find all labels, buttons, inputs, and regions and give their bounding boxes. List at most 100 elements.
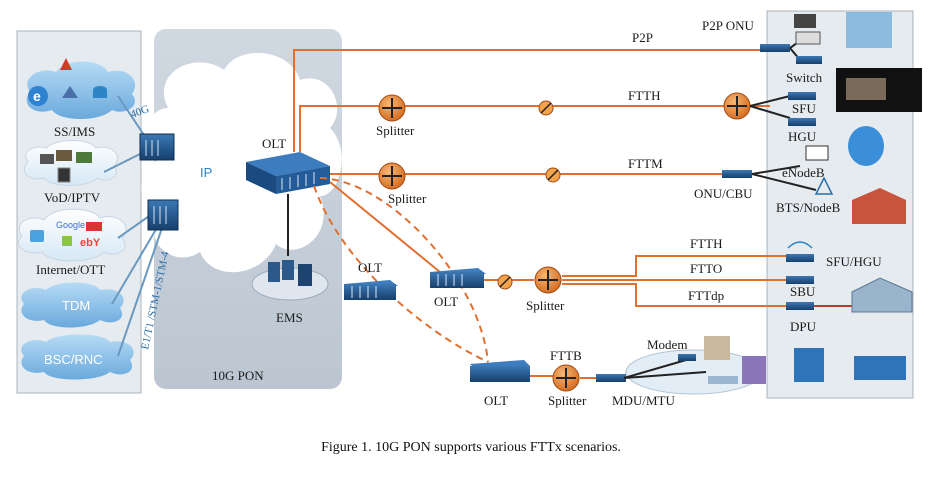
figure-caption: Figure 1. 10G PON supports various FTTx … [321,440,621,455]
switch-label: Switch [786,70,823,85]
ftth-label: FTTH [628,88,661,103]
sfu-device [788,92,816,100]
fiber-ftth [299,105,770,152]
hgu-device [788,118,816,126]
splitter4-label: Splitter [548,393,587,408]
round-building-icon [848,126,884,166]
sbu-device [786,276,814,284]
fiber-dashed-outer [319,177,489,363]
hgu-label: HGU [788,129,817,144]
bottom-olt-label: OLT [484,393,508,408]
factory-building-icon [854,356,906,380]
browser-e-icon [28,86,48,106]
uplink-tdm [111,225,159,305]
fiber-olt-mid [329,181,441,273]
ss-ims-cloud [26,61,136,119]
ems-servers [251,260,329,301]
uplink-internet [117,213,153,239]
sip-logo-icon [60,58,72,70]
android-icon [62,236,72,246]
fiber-cut-icon [538,100,554,116]
dpu-label: DPU [790,319,817,334]
p2p-onu-device [760,44,790,52]
sfu-label: SFU [792,101,816,116]
core-router-top [139,133,175,161]
tdm-label: TDM [62,298,90,313]
mdu-device [596,374,626,382]
mid-olt-label: OLT [434,294,458,309]
bsc-rnc-cloud [21,334,134,380]
ss-ims-label: SS/IMS [54,124,95,139]
fiber-fttdp [562,283,786,307]
mid-olt-device [430,268,486,288]
server-pyramid-icon [62,86,78,98]
sfu-hgu-device [786,254,814,262]
copper-building [623,371,707,379]
splitter1-label: Splitter [376,123,415,138]
tv-icon [40,154,54,164]
bottom-olt-device [470,360,530,382]
enodeb-label: eNodeB [782,165,825,180]
fiber-p2p [293,49,770,152]
splitter-fttm [378,162,406,190]
tower-building-icon [794,348,824,382]
laptop-icon [795,31,821,45]
panel-10gpon-label: 10G PON [212,368,264,383]
set-top-box-icon [57,167,71,183]
bts-nodeb-label: BTS/NodeB [776,200,841,215]
p2p-label: P2P [632,30,653,45]
splitter-ftth [378,94,406,122]
internet-ott-label: Internet/OTT [36,262,105,277]
youtube-icon [86,222,102,231]
ip-label: IP [200,165,212,180]
ems-label: EMS [276,310,303,325]
sbu-label: SBU [790,284,816,299]
remote-olt-label: OLT [358,260,382,275]
video-thumb-icon [56,150,72,161]
wifi-icon [787,241,813,249]
ftth2-label: FTTH [690,236,723,251]
splitter-fttb [552,364,580,392]
vod-iptv-label: VoD/IPTV [44,190,101,205]
twitter-icon [30,230,44,242]
modem-device [678,354,696,361]
ftto-label: FTTO [690,261,722,276]
home-icon [851,277,913,313]
onu-cbu-device [722,170,752,178]
switch-device [796,56,822,64]
pc-icon [805,145,829,161]
fiber-ftth2 [562,255,786,277]
fttb-label: FTTB [550,348,582,363]
copper-modem [623,359,687,379]
splitter-ftth-remote [723,92,751,120]
remote-olt-device [344,280,398,300]
fiber-cut-icon [497,274,513,290]
video-thumb-icon [76,152,92,163]
vod-iptv-cloud [23,140,119,186]
onu-cbu-label: ONU/CBU [694,186,753,201]
bsc-rnc-label: BSC/RNC [44,352,103,367]
ebay-logo-icon: ebY [80,237,101,249]
google-logo-icon: Google [56,220,85,230]
apartment-building-icon [704,336,730,360]
campus-building-icon [846,78,886,100]
fiber-cut-icon [545,167,561,183]
tdm-cloud [21,282,124,328]
splitter-mid [534,266,562,294]
antenna-tower-icon [814,176,834,195]
phone-icon [794,14,816,28]
house-red-roof-icon [852,188,906,224]
splitter3-label: Splitter [526,298,565,313]
dpu-device [786,302,814,310]
central-olt-device [246,152,330,194]
sfu-hgu-label: SFU/HGU [826,254,882,269]
central-olt-label: OLT [262,136,286,151]
mdu-mtu-label: MDU/MTU [612,393,675,408]
svg-text:e: e [33,88,41,104]
house-icon [708,376,738,384]
uplink-ss-ims [117,95,147,139]
office-building-icon [742,356,766,384]
core-router-bottom [147,199,179,231]
uplink-bsc [117,227,163,357]
